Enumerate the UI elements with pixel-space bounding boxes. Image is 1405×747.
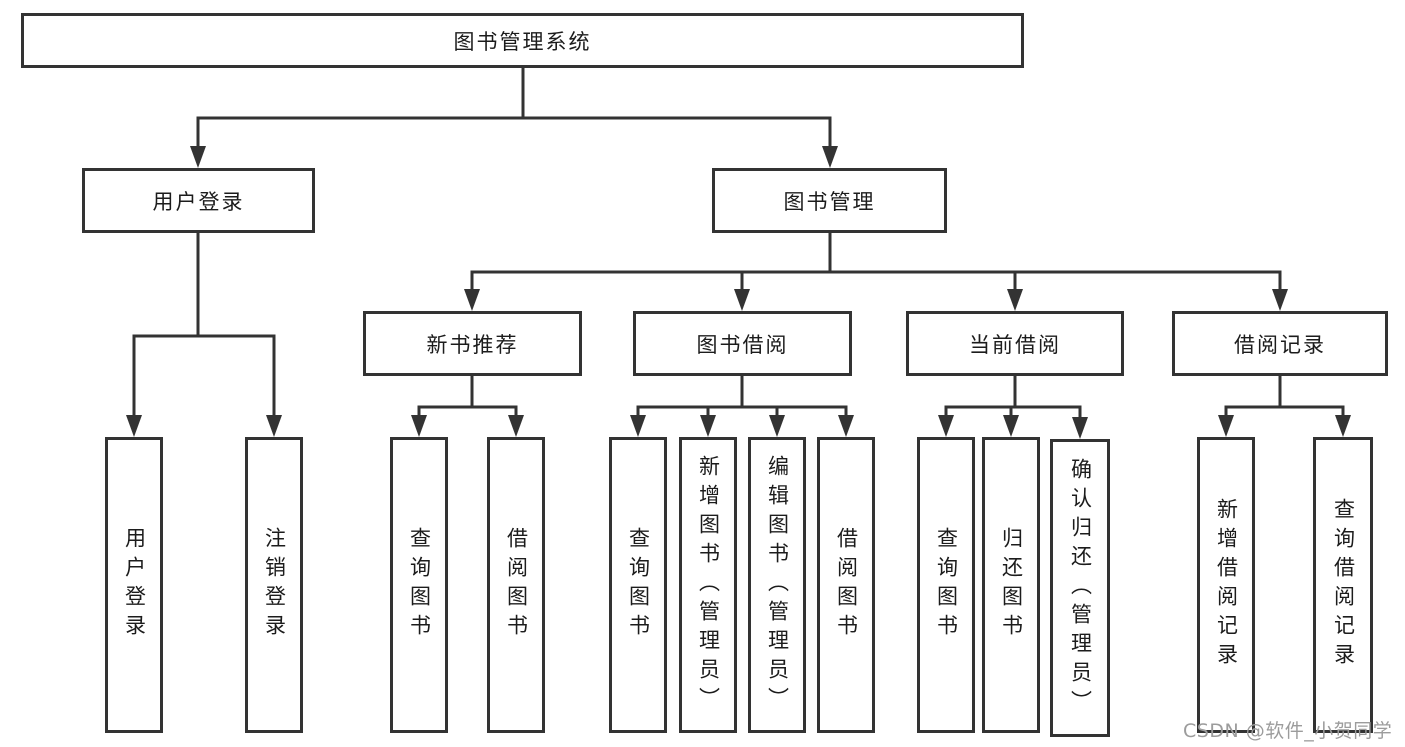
leaf-query-books-current-label: 查询图书 [934,527,959,643]
arrowheads [126,146,1351,439]
node-book-management: 图书管理 [712,168,947,233]
leaf-logout-label: 注销登录 [262,527,287,643]
leaf-query-borrow-record-label: 查询借阅记录 [1331,498,1356,672]
leaf-user-login: 用户登录 [105,437,163,733]
leaf-add-books-admin: 新增图书（管理员） [679,437,737,733]
node-borrow-records: 借阅记录 [1172,311,1388,376]
node-user-login-label: 用户登录 [152,189,245,214]
leaf-query-borrow-record: 查询借阅记录 [1313,437,1373,733]
node-root-label: 图书管理系统 [453,29,592,54]
leaf-borrow-books-label: 借阅图书 [834,527,859,643]
leaf-confirm-return-admin: 确认归还（管理员） [1050,439,1110,737]
node-borrow-records-label: 借阅记录 [1234,332,1326,357]
node-root: 图书管理系统 [21,13,1024,68]
leaf-add-books-admin-label: 新增图书（管理员） [696,454,721,716]
leaf-query-books-borrow-label: 查询图书 [626,527,651,643]
leaf-query-books-current: 查询图书 [917,437,975,733]
leaf-borrow-books: 借阅图书 [817,437,875,733]
leaf-borrow-books-recommend: 借阅图书 [487,437,545,733]
leaf-query-books-recommend-label: 查询图书 [407,527,432,643]
leaf-query-books-borrow: 查询图书 [609,437,667,733]
node-book-borrow-label: 图书借阅 [696,332,789,357]
leaf-return-books-label: 归还图书 [999,527,1024,643]
leaf-return-books: 归还图书 [982,437,1040,733]
leaf-confirm-return-admin-label: 确认归还（管理员） [1068,457,1093,719]
leaf-logout: 注销登录 [245,437,303,733]
node-book-borrow: 图书借阅 [633,311,852,376]
leaf-query-books-recommend: 查询图书 [390,437,448,733]
node-user-login: 用户登录 [82,168,315,233]
leaf-edit-books-admin-label: 编辑图书（管理员） [765,454,790,716]
leaf-user-login-label: 用户登录 [122,527,147,643]
leaf-borrow-books-recommend-label: 借阅图书 [504,527,529,643]
leaf-add-borrow-record-label: 新增借阅记录 [1214,498,1239,672]
node-new-book-recommend: 新书推荐 [363,311,582,376]
node-current-borrow-label: 当前借阅 [969,332,1061,357]
leaf-edit-books-admin: 编辑图书（管理员） [748,437,806,733]
node-new-book-recommend-label: 新书推荐 [426,332,519,357]
leaf-add-borrow-record: 新增借阅记录 [1197,437,1255,733]
node-book-management-label: 图书管理 [783,189,876,214]
node-current-borrow: 当前借阅 [906,311,1124,376]
watermark: CSDN @软件_小贺同学 [1183,720,1393,742]
